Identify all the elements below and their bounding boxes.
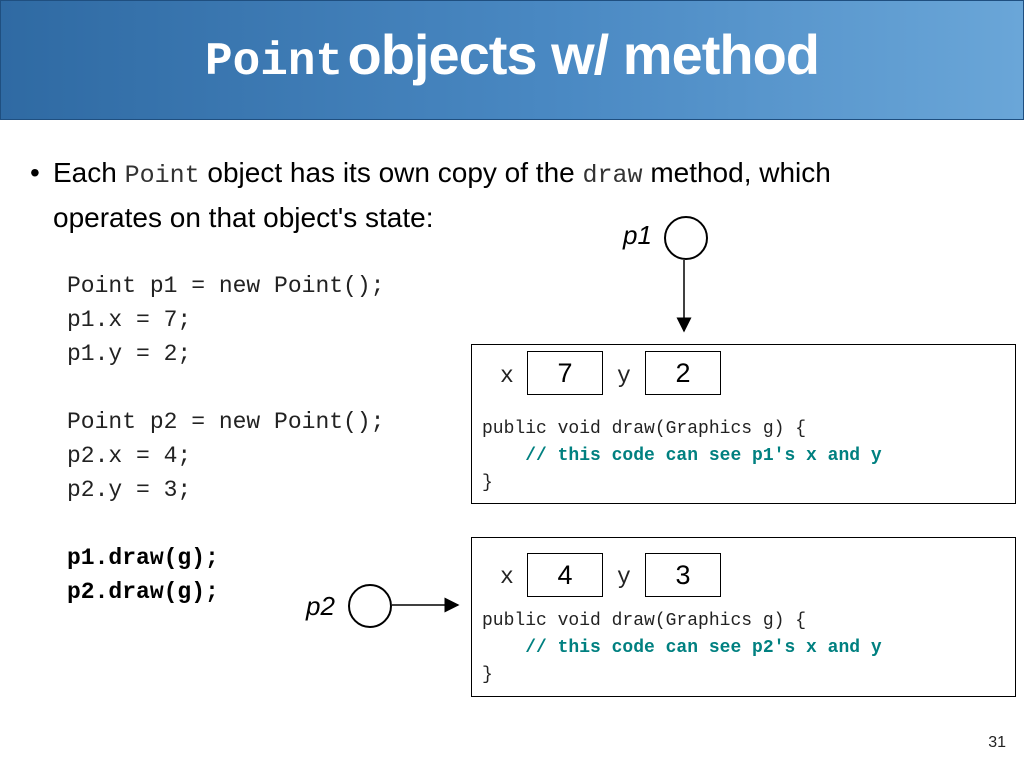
code-line: p1.x = 7;: [67, 307, 192, 333]
code-line: p2.x = 4;: [67, 443, 192, 469]
code-line: p2.draw(g);: [67, 579, 219, 605]
bullet-part2: object has its own copy of the: [207, 157, 575, 188]
bullet-part3: method, which: [650, 157, 831, 188]
bullet-point: • Each Point object has its own copy of …: [30, 152, 990, 239]
method-end: }: [482, 473, 493, 493]
code-line: Point p2 = new Point();: [67, 409, 385, 435]
slide-title: Point objects w/ method: [0, 22, 1024, 88]
field-label-x: x: [500, 564, 514, 590]
field-value-y: 3: [645, 553, 721, 597]
bullet-part1: Each: [53, 157, 117, 188]
code-block: Point p1 = new Point(); p1.x = 7; p1.y = 2…: [67, 269, 384, 609]
field-value-x: 7: [527, 351, 603, 395]
method-end: }: [482, 665, 493, 685]
method-comment: // this code can see p1's x and y: [482, 446, 882, 466]
code-line: p1.draw(g);: [67, 545, 219, 571]
title-bar: [0, 0, 1024, 120]
method-comment: // this code can see p2's x and y: [482, 638, 882, 658]
title-code: Point: [205, 36, 344, 88]
field-label-x: x: [500, 363, 514, 389]
ref-label-p2: p2: [306, 591, 335, 621]
method-draw: public void draw(Graphics g) { // this c…: [482, 416, 882, 497]
field-label-y: y: [617, 363, 631, 389]
method-signature: public void draw(Graphics g) {: [482, 611, 807, 631]
code-line: p2.y = 3;: [67, 477, 192, 503]
code-line: Point p1 = new Point();: [67, 273, 385, 299]
bullet-line2: operates on that object's state:: [53, 202, 434, 233]
point-object-p1: x 7 y 2 public void draw(Graphics g) { /…: [471, 344, 1016, 504]
field-value-y: 2: [645, 351, 721, 395]
page-number: 31: [988, 734, 1006, 751]
bullet-code-point: Point: [124, 161, 200, 190]
bullet-symbol: •: [30, 157, 40, 188]
point-object-p2: x 4 y 3 public void draw(Graphics g) { /…: [471, 537, 1016, 697]
field-label-y: y: [617, 564, 631, 590]
code-line: p1.y = 2;: [67, 341, 192, 367]
bullet-code-draw: draw: [582, 161, 643, 190]
ref-circle-p1: [664, 216, 708, 260]
title-text: objects w/ method: [347, 23, 819, 86]
field-value-x: 4: [527, 553, 603, 597]
method-draw: public void draw(Graphics g) { // this c…: [482, 608, 882, 689]
method-signature: public void draw(Graphics g) {: [482, 419, 807, 439]
ref-label-p1: p1: [623, 220, 652, 250]
ref-circle-p2: [348, 584, 392, 628]
